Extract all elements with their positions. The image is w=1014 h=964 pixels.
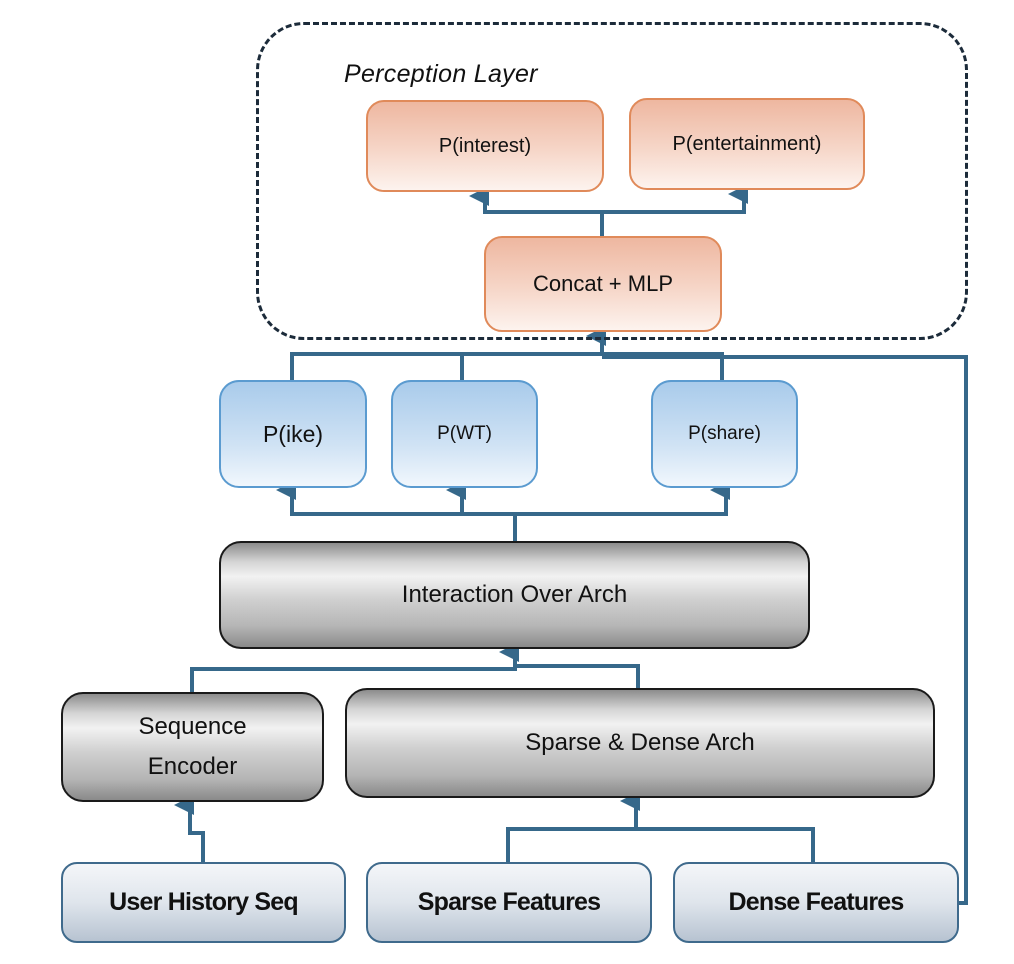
edge-concat-to-interest: [469, 186, 604, 238]
perception-layer-label: Perception Layer: [344, 60, 538, 88]
node-p-share[interactable]: P(share): [651, 380, 798, 488]
edge-userhistory-to-seqenc: [174, 795, 205, 862]
node-p-interest-label: P(interest): [438, 134, 532, 157]
node-p-wt-label: P(WT): [437, 423, 492, 444]
edge-interaction-to-plike: [276, 480, 517, 541]
node-sparse-dense-arch[interactable]: Sparse & Dense Arch: [345, 688, 935, 798]
edge-pshare-to-concat: [602, 352, 724, 380]
edge-sparsefeat-to-arch: [506, 791, 640, 862]
node-p-like[interactable]: P(ike): [219, 380, 367, 488]
edge-interaction-to-pshare: [515, 480, 730, 516]
node-sparse-features[interactable]: Sparse Features: [366, 862, 652, 943]
node-concat-mlp-label: Concat + MLP: [532, 271, 673, 296]
node-sequence-encoder-line2: Encoder: [147, 753, 238, 780]
edge-plike-to-concat: [290, 352, 602, 380]
node-user-history-seq-label: User History Seq: [109, 888, 298, 916]
node-p-entertainment[interactable]: P(entertainment): [629, 98, 865, 190]
node-interaction-over-arch[interactable]: Interaction Over Arch: [219, 541, 810, 649]
node-sequence-encoder[interactable]: Sequence Encoder: [61, 692, 324, 802]
edge-seqenc-to-interaction: [190, 642, 519, 692]
node-concat-mlp[interactable]: Concat + MLP: [484, 236, 722, 332]
node-dense-features[interactable]: Dense Features: [673, 862, 959, 943]
edge-densefeat-to-arch: [636, 827, 815, 862]
edge-dense-to-concat: [602, 355, 968, 905]
node-sequence-encoder-line1: Sequence: [138, 713, 247, 740]
perception-layer-group: [256, 22, 968, 340]
node-sparse-dense-arch-label: Sparse & Dense Arch: [525, 729, 755, 756]
edge-sparsedense-to-interaction: [515, 664, 640, 688]
node-user-history-seq[interactable]: User History Seq: [61, 862, 346, 943]
node-p-share-label: P(share): [688, 423, 761, 444]
node-p-entertainment-label: P(entertainment): [672, 132, 822, 155]
node-dense-features-label: Dense Features: [728, 888, 905, 916]
node-p-like-label: P(ike): [262, 420, 324, 447]
node-sparse-features-label: Sparse Features: [417, 888, 601, 916]
edge-concat-to-entertainment: [602, 184, 748, 214]
node-p-wt[interactable]: P(WT): [391, 380, 538, 488]
node-interaction-over-arch-label: Interaction Over Arch: [401, 581, 628, 608]
node-p-interest[interactable]: P(interest): [366, 100, 604, 192]
